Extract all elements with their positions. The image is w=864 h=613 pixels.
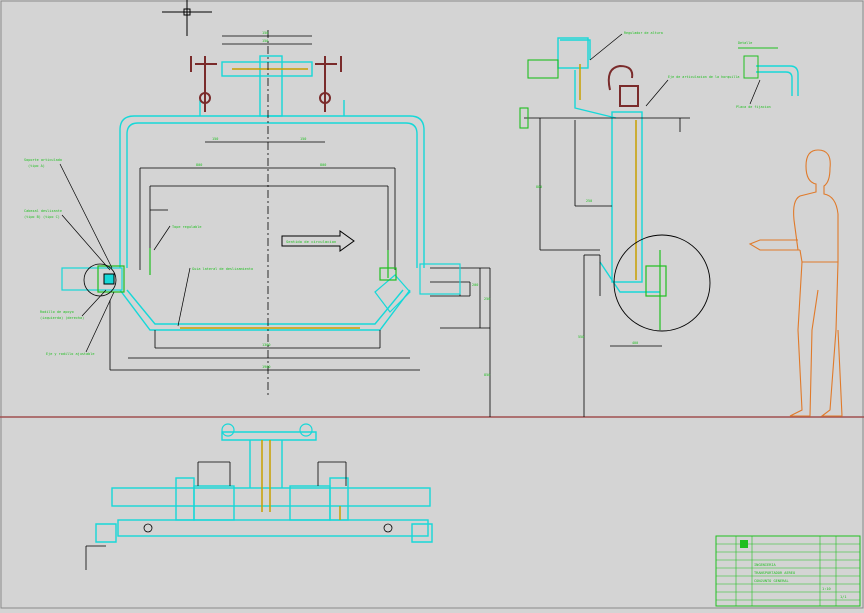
title-block-logo (740, 540, 748, 548)
direction-arrow: Sentido de circulacion (281, 230, 355, 252)
title-block-scale: 1:10 (822, 587, 831, 591)
title-block-title-2: CONJUNTO GENERAL (754, 579, 789, 583)
note-regulador: Regulador de altura (624, 31, 663, 35)
dim-w3: 150 (212, 137, 218, 141)
dim-v3: 850 (484, 373, 490, 377)
title-block-company: INGENIERIA (754, 563, 776, 567)
note-soporte: Soporte articulado (24, 158, 62, 162)
note-rodillo: Rodillo de apoyo (40, 310, 74, 314)
dim-v1: 250 (484, 297, 490, 301)
dim-v2: 200 (472, 283, 478, 287)
dim-w2: 800 (320, 163, 326, 167)
dim-bottom-1: 1300 (262, 343, 270, 347)
crosshair-cursor-icon (162, 0, 212, 36)
dimension-lines (109, 35, 491, 417)
note-guia: Guia lateral de deslizamiento (192, 267, 253, 271)
note-eje: Eje y rodillo ajustable (46, 352, 94, 356)
note-placa: Placa de fijacion (736, 105, 771, 109)
note-cabezal-b: (tipo B) (tipo C) (24, 215, 60, 219)
human-scale-figure (748, 149, 843, 417)
dim-w4: 150 (300, 137, 306, 141)
front-view: Sentido de circulacion Soporte articulad… (24, 30, 491, 417)
title-block: INGENIERIA TRANSPORTADOR AEREO CONJUNTO … (715, 535, 861, 607)
note-tope: Tope regulable (172, 225, 202, 229)
note-cabezal: Cabezal deslizante (24, 209, 62, 213)
detail-view: Detalle Placa de fijacion (736, 41, 799, 109)
note-detalle: Detalle (738, 41, 752, 45)
title-block-sheet: 1/1 (840, 595, 847, 599)
note-soporte-b: (tipo A) (28, 164, 45, 168)
trolley-hangers (190, 56, 342, 112)
front-frame (119, 55, 425, 331)
dim-side: 400 (632, 341, 638, 345)
dim-top-a: 150 (262, 31, 268, 35)
dim-rv1: 800 (536, 185, 542, 189)
dim-rv2: 550 (578, 335, 584, 339)
dim-rh1: 250 (586, 199, 592, 203)
plan-view (85, 423, 433, 570)
direction-label: Sentido de circulacion (286, 239, 336, 244)
note-rodillo-b: (izquierda) (derecha) (40, 316, 84, 320)
dim-w1: 800 (196, 163, 202, 167)
note-eje-horquilla: Eje de articulacion de la horquilla (668, 75, 739, 79)
side-view: Regulador de altura Eje de articulacion … (519, 31, 739, 417)
dim-top-b: 150 (262, 39, 268, 43)
title-block-title-1: TRANSPORTADOR AEREO (754, 571, 795, 575)
dim-bottom-2: 1900 (262, 365, 270, 369)
